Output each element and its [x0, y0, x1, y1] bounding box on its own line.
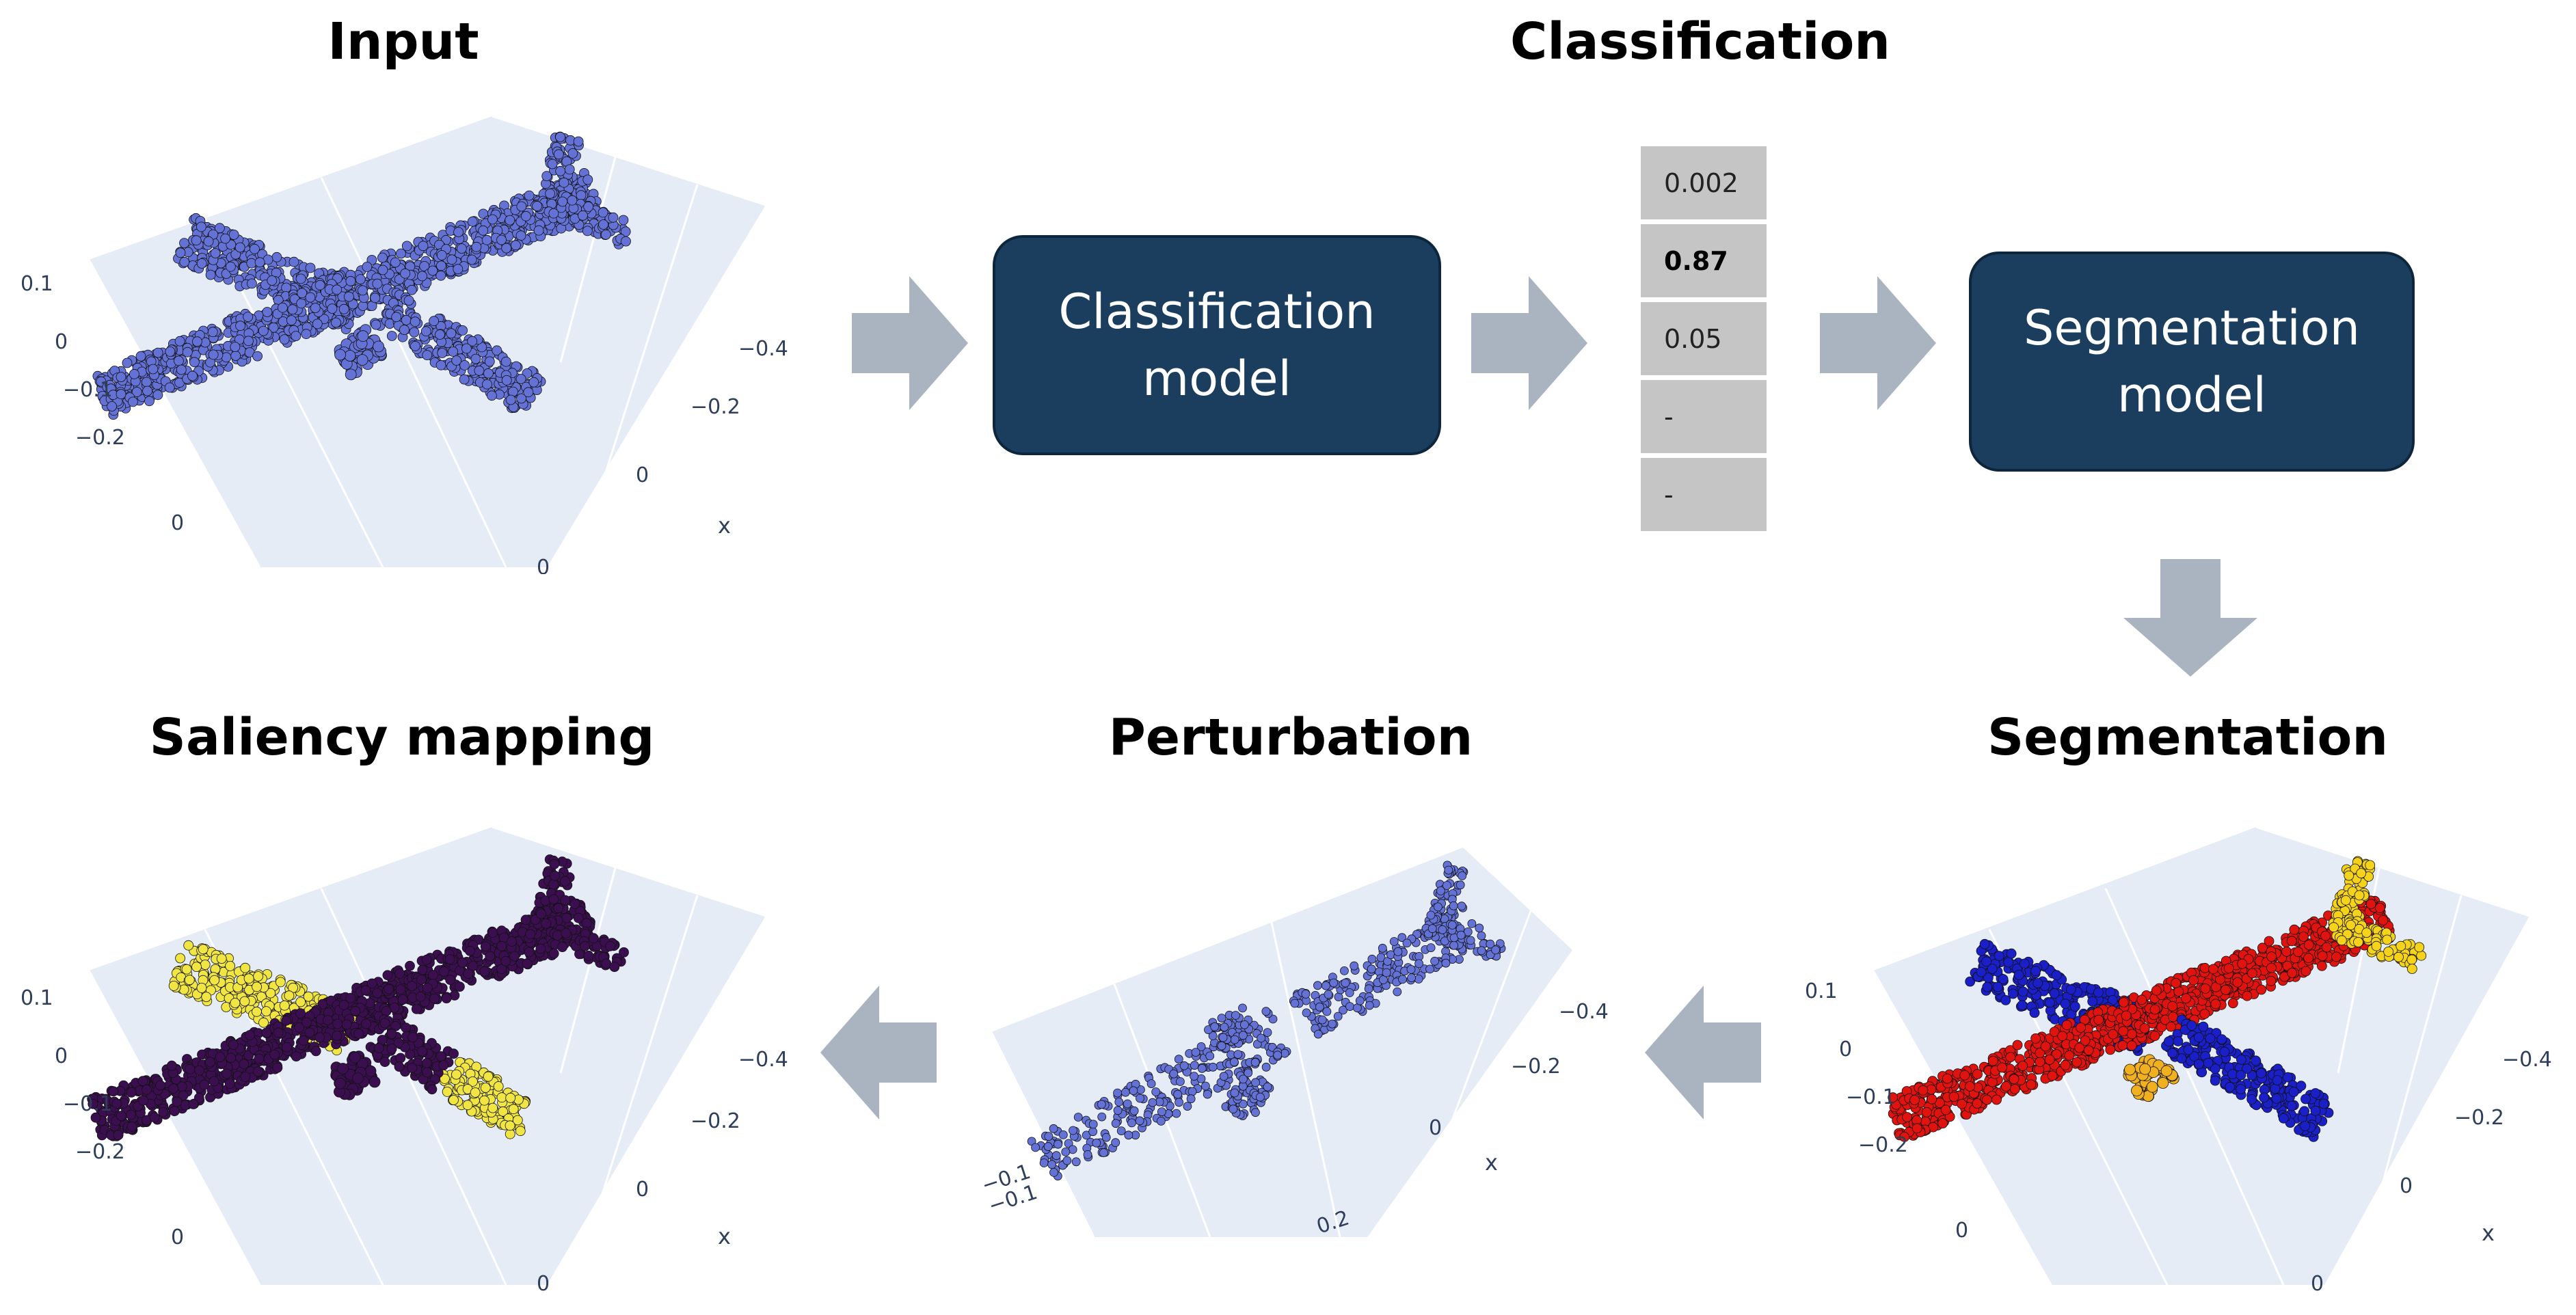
segmentation-model-box: Segmentation model — [1969, 252, 2415, 472]
left-arrow-icon — [1645, 986, 1761, 1120]
segmentation-model-label-line1: Segmentation — [2024, 300, 2360, 356]
airplane-saliency-point-cloud — [87, 854, 629, 1141]
probability-cell: 0.002 — [1641, 146, 1767, 219]
probability-cell: - — [1641, 458, 1767, 531]
z-tick-label: 0.1 — [21, 986, 53, 1010]
plot-grid — [1270, 922, 1341, 1238]
plot-grid — [1872, 970, 2052, 1286]
y-tick-label: 0 — [1955, 1219, 1968, 1243]
x-tick-label: −0.2 — [690, 395, 740, 419]
x-tick-label: 0 — [636, 463, 649, 487]
x-tick-label: 0 — [1429, 1116, 1442, 1140]
class-probability-vector: 0.002 0.87 0.05 - - — [1641, 146, 1767, 536]
z-tick-label: −0.1 — [63, 378, 113, 402]
plot-grid — [492, 826, 766, 917]
airplane-segmented-point-cloud — [1888, 856, 2427, 1142]
z-tick-label: 0 — [1839, 1038, 1852, 1061]
x-axis-label: x — [718, 513, 731, 539]
probability-cell-top-class: 0.87 — [1641, 224, 1767, 297]
classification-model-label-line1: Classification — [1058, 284, 1376, 340]
plot-grid — [492, 115, 766, 206]
right-arrow-icon — [1820, 276, 1936, 410]
plot-grid — [600, 895, 699, 1197]
plot-floor — [991, 848, 1572, 1237]
classification-title: Classification — [1510, 12, 1890, 71]
input-point-cloud-plot: 0.1 0 −0.1 −0.2 0 0 −0.4 −0.2 0 x — [21, 115, 788, 574]
x-axis-label: x — [718, 1223, 731, 1249]
z-tick-label: −0.1 — [1846, 1085, 1896, 1109]
saliency-mapping-title: Saliency mapping — [149, 708, 655, 767]
z-tick-label: −0.1 — [63, 1092, 113, 1116]
plot-grid — [2255, 826, 2530, 917]
right-arrow-icon — [852, 276, 968, 410]
probability-cell: 0.05 — [1641, 302, 1767, 375]
plot-grid — [320, 888, 507, 1286]
x-tick-label: −0.2 — [2454, 1106, 2504, 1130]
plot-grid — [600, 184, 699, 486]
segmentation-model-label-line2: model — [2117, 367, 2266, 423]
plot-grid — [2104, 888, 2285, 1286]
z-tick-label: −0.2 — [1858, 1133, 1908, 1157]
x-tick-label: −0.2 — [690, 1109, 740, 1133]
z-tick-label: 0 — [55, 1044, 68, 1068]
plot-grid — [88, 970, 261, 1286]
x-tick-label: −0.4 — [1559, 1000, 1609, 1024]
left-arrow-icon — [820, 986, 937, 1120]
y-tick-label: 0 — [537, 556, 550, 574]
y-tick-label: 0 — [2311, 1272, 2324, 1292]
x-tick-label: 0 — [2400, 1174, 2413, 1198]
down-arrow-icon — [2123, 559, 2257, 677]
perturbation-title: Perturbation — [1108, 708, 1473, 767]
z-tick-label: 0.1 — [21, 272, 53, 296]
segmentation-point-cloud-plot: 0.1 0 −0.1 −0.2 0 0 −0.4 −0.2 0 x — [1805, 826, 2552, 1292]
airplane-point-cloud — [92, 131, 631, 420]
x-tick-label: −0.4 — [738, 337, 788, 361]
x-axis-label: x — [2482, 1220, 2495, 1246]
input-title: Input — [327, 12, 479, 71]
y-tick-label: 0 — [171, 1225, 184, 1249]
saliency-map-plot: 0.1 0 −0.1 −0.2 0 0 −0.4 −0.2 0 x — [21, 826, 788, 1292]
plot-grid — [559, 867, 617, 1074]
perturbation-point-cloud-plot: −0.1 −0.1 0.2 −0.4 −0.2 0 x — [984, 848, 1609, 1239]
plot-grid — [88, 259, 261, 568]
x-tick-label: −0.4 — [2502, 1048, 2552, 1072]
probability-cell: - — [1641, 380, 1767, 453]
y-tick-label: 0 — [537, 1272, 550, 1292]
x-tick-label: −0.4 — [738, 1048, 788, 1072]
plot-grid — [1448, 908, 1533, 1128]
right-arrow-icon — [1471, 276, 1587, 410]
z-tick-label: −0.2 — [75, 426, 125, 450]
x-tick-label: 0 — [636, 1178, 649, 1202]
y-tick-label: 0 — [171, 511, 184, 535]
classification-model-label-line2: model — [1142, 351, 1291, 407]
classification-model-box: Classification model — [993, 235, 1441, 455]
plot-grid — [320, 177, 507, 568]
z-tick-label: 0.1 — [1805, 979, 1838, 1003]
x-tick-label: −0.2 — [1511, 1055, 1561, 1079]
plot-grid — [2378, 895, 2463, 1197]
z-tick-label: −0.2 — [75, 1140, 125, 1164]
z-tick-label: 0 — [55, 330, 68, 354]
airplane-perturbed-point-cloud — [1027, 860, 1506, 1181]
x-axis-label: x — [1485, 1150, 1498, 1176]
plot-grid — [559, 157, 617, 363]
segmentation-title: Segmentation — [1987, 708, 2389, 767]
